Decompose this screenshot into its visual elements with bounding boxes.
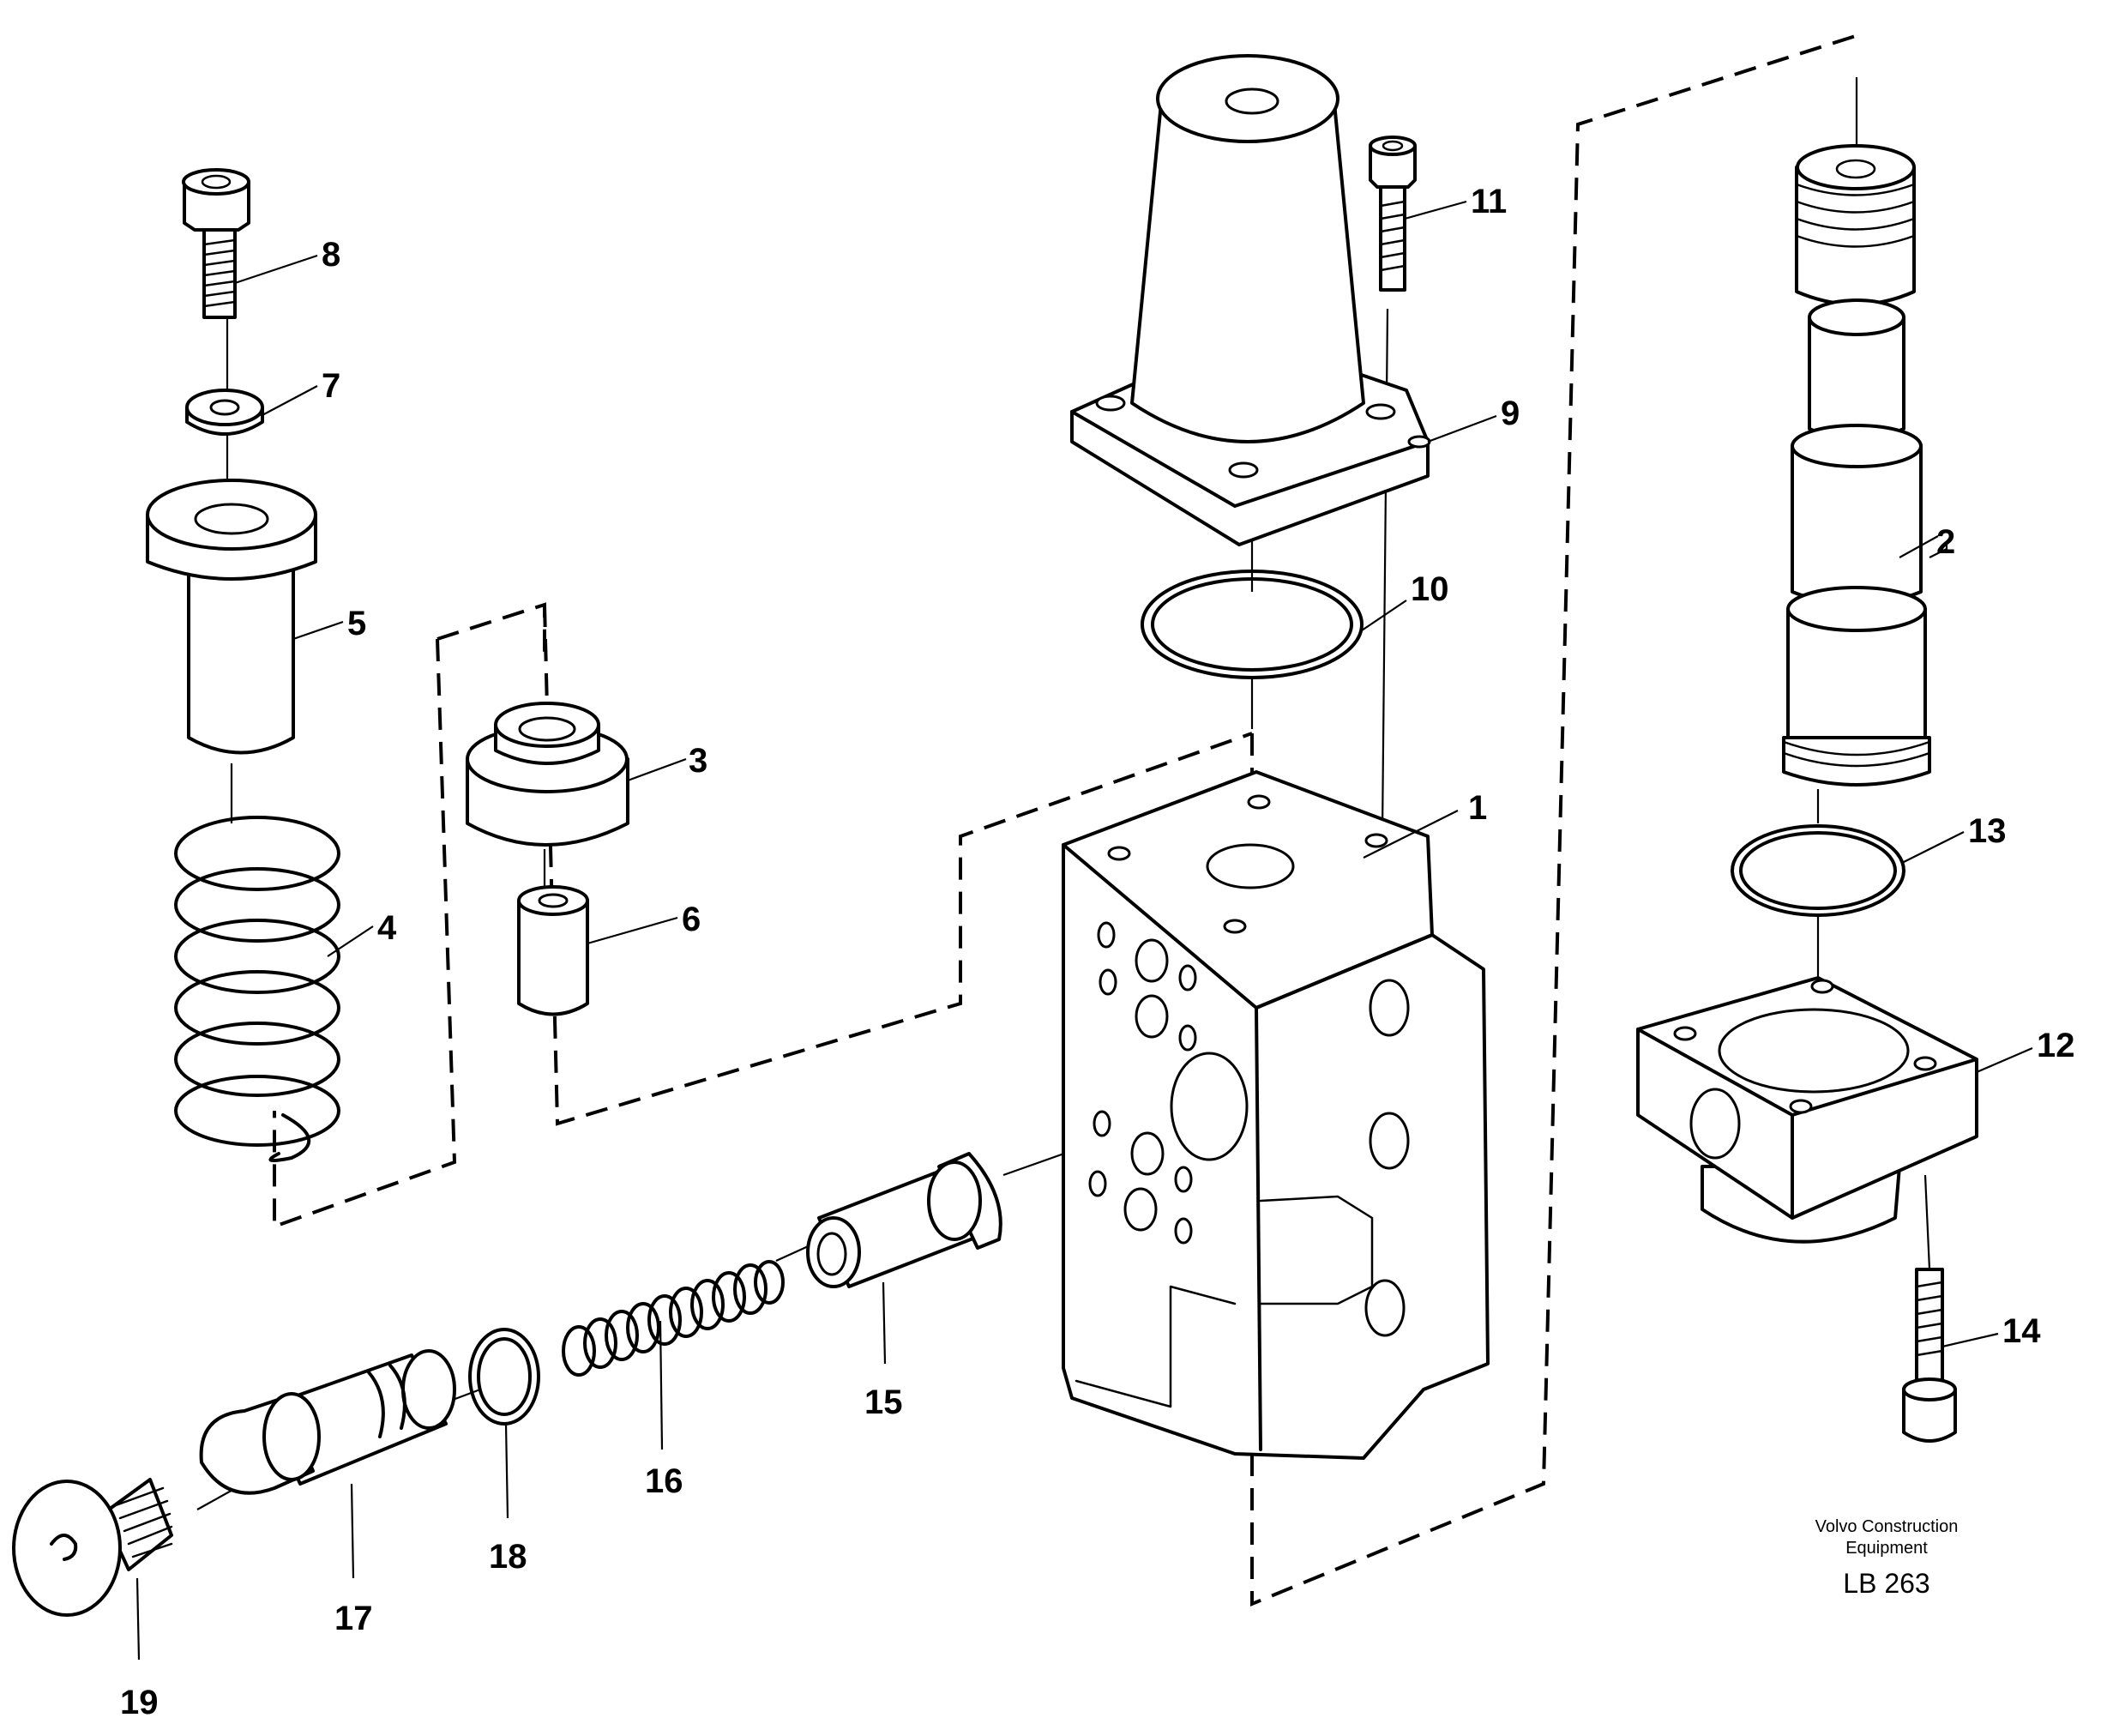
callout-19: 19 (120, 1684, 159, 1721)
leader-lines (135, 200, 2033, 1661)
cap-screw-8 (182, 168, 250, 319)
o-ring-13 (1731, 824, 1905, 917)
callout-16: 16 (645, 1462, 683, 1500)
o-ring-18 (468, 1328, 540, 1426)
spring-16 (562, 1260, 785, 1377)
callout-7: 7 (322, 367, 340, 405)
credit-company: Volvo Construction (1815, 1517, 1959, 1536)
sleeve-15 (806, 1152, 1002, 1288)
piston-17 (199, 1349, 456, 1495)
plug-19 (12, 1478, 173, 1617)
cover-9 (1070, 54, 1431, 546)
callout-10: 10 (1411, 570, 1449, 608)
bushing-6 (517, 885, 589, 1016)
callout-11: 11 (1471, 183, 1507, 220)
callout-9: 9 (1501, 395, 1520, 432)
o-ring-10 (1141, 570, 1364, 679)
callout-14: 14 (2002, 1312, 2041, 1350)
callout-labels: 1 2 3 4 5 6 7 8 9 10 11 12 13 14 15 16 1… (120, 183, 2075, 1721)
callout-15: 15 (864, 1383, 903, 1421)
publisher-credit: Volvo Construction Equipment LB 263 (1758, 1516, 2015, 1600)
callout-5: 5 (347, 605, 366, 642)
callout-3: 3 (689, 742, 707, 780)
cap-screw-11 (1369, 136, 1417, 292)
callout-8: 8 (322, 236, 340, 274)
washer-7 (185, 389, 264, 436)
callout-17: 17 (334, 1600, 373, 1637)
callout-4: 4 (377, 909, 397, 947)
valve-body-1 (1062, 770, 1490, 1460)
callout-18: 18 (489, 1538, 527, 1576)
cap-3 (466, 702, 629, 847)
credit-company-line2: Equipment (1845, 1539, 1928, 1558)
drawing-code: LB 263 (1843, 1568, 1930, 1599)
flange-12 (1636, 976, 1978, 1244)
callout-1: 1 (1468, 789, 1487, 827)
spindle-2 (1782, 144, 1931, 787)
sleeve-5 (146, 479, 317, 755)
callout-6: 6 (682, 901, 701, 938)
callout-13: 13 (1968, 812, 2007, 850)
callout-2: 2 (1936, 523, 1955, 561)
callout-12: 12 (2037, 1027, 2075, 1064)
cap-screw-14 (1902, 1268, 1957, 1443)
coil-spring-4 (174, 816, 340, 1163)
